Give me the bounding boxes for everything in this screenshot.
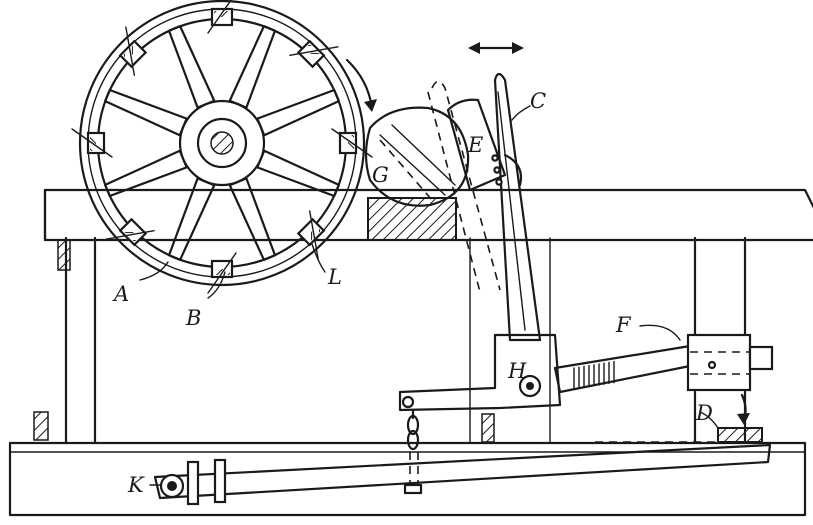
label-k: K xyxy=(127,473,145,497)
flywheel-pad xyxy=(289,39,339,69)
label-a: A xyxy=(112,282,129,306)
weight-f xyxy=(686,333,752,392)
flywheel-pad xyxy=(296,210,326,260)
flywheel-pad xyxy=(118,26,148,76)
flywheel-spoke xyxy=(228,25,277,109)
label-f: F xyxy=(615,313,632,337)
treadle xyxy=(153,441,772,506)
lever-lower-arm xyxy=(398,333,562,412)
table-top xyxy=(43,188,813,242)
flywheel-pad xyxy=(105,217,155,247)
oscillation-arrow xyxy=(468,42,524,54)
shaft-hole xyxy=(210,131,234,155)
flywheel-spoke xyxy=(256,88,340,137)
frame-legs xyxy=(33,236,747,445)
lever xyxy=(446,72,542,342)
label-h: H xyxy=(507,359,527,383)
label-c: C xyxy=(530,89,546,113)
flywheel-spoke xyxy=(104,149,188,198)
flywheel-spoke xyxy=(167,25,216,109)
flywheel-pad xyxy=(71,128,113,158)
label-e: E xyxy=(467,133,483,157)
weight-arm xyxy=(553,333,774,394)
label-g: G xyxy=(372,163,389,187)
flywheel-spoke xyxy=(104,88,188,137)
label-l: L xyxy=(327,265,342,289)
workpiece xyxy=(364,106,470,207)
leader-lines xyxy=(139,105,719,486)
flywheel xyxy=(71,0,373,294)
flywheel-spoke xyxy=(256,149,340,198)
flywheel-spoke xyxy=(228,177,277,261)
flywheel-pad xyxy=(207,252,237,294)
hammer-pad xyxy=(446,98,507,192)
stop-d xyxy=(717,427,763,443)
flywheel-pad xyxy=(207,0,234,34)
label-b: B xyxy=(185,306,201,330)
label-d: D xyxy=(695,401,713,425)
flywheel-spoke xyxy=(167,177,216,261)
lever-dashed-position xyxy=(379,80,501,293)
